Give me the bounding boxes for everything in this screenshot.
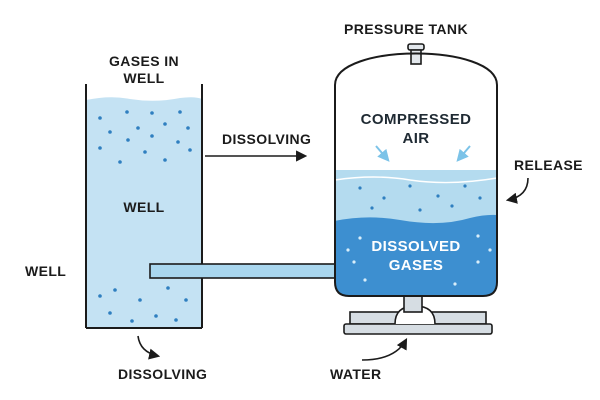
pressure-tank-label: PRESSURE TANK [344, 21, 468, 37]
gases-in-well-label-1: GASES IN [108, 53, 180, 69]
water-arrow [361, 338, 408, 361]
well-inside-label: WELL [123, 199, 165, 215]
release-label: RELEASE [514, 157, 583, 173]
tank-outline [334, 52, 498, 297]
water-label: WATER [330, 366, 382, 382]
air-arrow-right [456, 145, 471, 162]
well-bubbles [98, 110, 192, 323]
tank-stand [343, 295, 493, 335]
compressed-air-label-2: AIR [402, 130, 430, 147]
air-bubbles [358, 184, 482, 212]
dissolving-bottom-label: DISSOLVING [118, 366, 208, 382]
well-side-label: WELL [25, 263, 67, 279]
gases-in-well-label-2: WELL [123, 70, 165, 86]
air-arrow-left [375, 145, 390, 162]
connecting-pipe [149, 263, 339, 279]
tank-valve [407, 43, 425, 65]
air-surface-line [335, 176, 497, 184]
release-arrow [505, 177, 529, 204]
dissolving-bottom-arrow [137, 335, 161, 360]
dissolved-gases-label-1: DISSOLVED [371, 238, 461, 255]
dissolving-arrow-label: DISSOLVING [222, 131, 312, 147]
tank-contents [335, 170, 497, 296]
dissolved-bubbles [346, 234, 492, 286]
compressed-air-label-1: COMPRESSED [360, 111, 472, 128]
dissolved-gases-label-2: GASES [388, 257, 444, 274]
